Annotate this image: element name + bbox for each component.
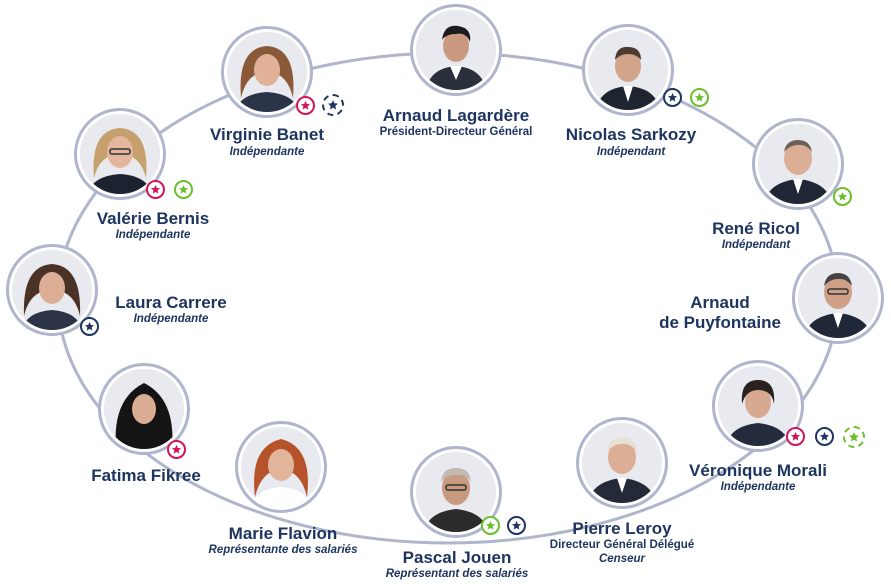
member-photo-fikree	[98, 363, 190, 455]
member-role: Directeur Général Délégué	[549, 539, 695, 551]
member-photo-puyfontaine	[792, 252, 884, 344]
star-icon	[511, 520, 522, 530]
member-photo-leroy	[576, 417, 668, 509]
navy-star-badge	[815, 427, 834, 446]
member-role: Président-Directeur Général	[379, 126, 533, 138]
portrait-image	[227, 32, 307, 112]
star-icon	[178, 184, 189, 194]
pink-star-badge	[146, 180, 165, 199]
portrait-image	[798, 258, 878, 338]
star-icon	[667, 92, 678, 102]
member-name: Pascal Jouen	[402, 548, 512, 567]
navy-star-badge	[507, 516, 526, 535]
member-photo-banet	[221, 26, 313, 118]
member-photo-sarkozy	[582, 24, 674, 116]
member-name: Laura Carrere	[115, 293, 227, 312]
navy-star-badge	[80, 317, 99, 336]
portrait-image	[241, 427, 321, 507]
star-icon	[328, 100, 338, 110]
member-name: René Ricol	[712, 219, 800, 238]
member-photo-flavion	[235, 421, 327, 513]
member-name: Arnaud	[690, 293, 750, 312]
member-name: Virginie Banet	[210, 125, 324, 144]
member-name: Pierre Leroy	[572, 519, 672, 538]
pink-star-badge	[296, 96, 315, 115]
member-name: Nicolas Sarkozy	[565, 125, 697, 144]
member-photo-carrere	[6, 244, 98, 336]
portrait-image	[80, 114, 160, 194]
navy-star-dashed-badge	[322, 94, 344, 116]
portrait-image	[416, 10, 496, 90]
green-star-badge	[690, 88, 709, 107]
member-photo-lagardere	[410, 4, 502, 96]
member-role: Représentante des salariés	[208, 544, 358, 556]
member-name: Marie Flavion	[228, 524, 338, 543]
star-icon	[84, 321, 95, 331]
member-role: Représentant des salariés	[385, 568, 529, 580]
green-star-dashed-badge	[843, 426, 865, 448]
star-icon	[150, 184, 161, 194]
star-icon	[819, 431, 830, 441]
portrait-image	[718, 366, 798, 446]
portrait-image	[12, 250, 92, 330]
green-star-badge	[174, 180, 193, 199]
member-name: de Puyfontaine	[659, 313, 781, 332]
member-photo-morali	[712, 360, 804, 452]
member-role: Indépendant	[596, 146, 666, 158]
portrait-image	[758, 124, 838, 204]
member-role: Indépendante	[720, 481, 796, 493]
member-role: Indépendante	[133, 313, 209, 325]
member-role: Indépendant	[721, 239, 791, 251]
star-icon	[790, 431, 801, 441]
member-role-secondary: Censeur	[598, 553, 646, 565]
star-icon	[300, 100, 311, 110]
star-icon	[837, 191, 848, 201]
green-star-badge	[833, 187, 852, 206]
member-photo-ricol	[752, 118, 844, 210]
pink-star-badge	[786, 427, 805, 446]
star-icon	[485, 520, 496, 530]
member-name: Arnaud Lagardère	[382, 106, 530, 125]
navy-star-badge	[663, 88, 682, 107]
star-icon	[171, 444, 182, 454]
member-role: Indépendante	[115, 229, 191, 241]
member-role: Indépendante	[229, 146, 305, 158]
member-name: Véronique Morali	[689, 461, 827, 480]
member-name: Valérie Bernis	[96, 209, 210, 228]
green-star-badge	[481, 516, 500, 535]
star-icon	[694, 92, 705, 102]
portrait-image	[588, 30, 668, 110]
star-icon	[849, 432, 859, 442]
member-name: Fatima Fikree	[91, 466, 201, 485]
pink-star-badge	[167, 440, 186, 459]
portrait-image	[582, 423, 662, 503]
portrait-image	[104, 369, 184, 449]
